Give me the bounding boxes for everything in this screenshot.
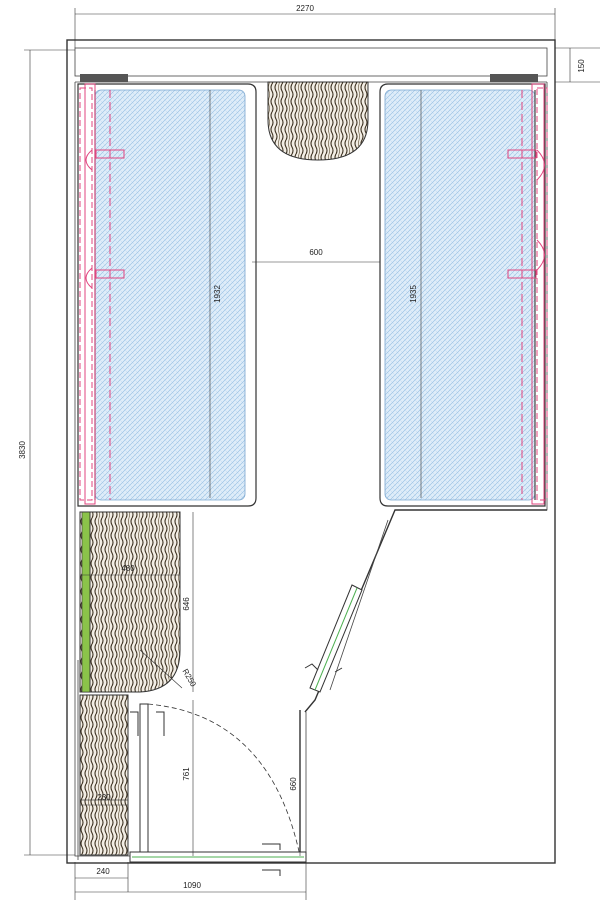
dim-aisle-width: 600 [309, 248, 323, 257]
top-wood-basin [267, 81, 369, 161]
dim-overall-height: 3830 [18, 441, 27, 459]
dim-counter-width: 480 [121, 564, 135, 573]
left-counter [79, 505, 181, 693]
right-bed-frame [507, 83, 548, 505]
dim-door-opening-depth: 761 [182, 767, 191, 781]
right-bed [379, 83, 548, 507]
dim-bottom-door-width: 1090 [183, 881, 201, 890]
dim-counter-length: 646 [182, 597, 191, 611]
left-bed-frame [79, 83, 125, 505]
dim-overall-width: 2270 [296, 4, 314, 13]
dim-corner-radius: R250 [180, 667, 198, 689]
entrance-door[interactable] [129, 703, 307, 876]
slanted-wall [299, 509, 547, 860]
dimension-lines [24, 8, 600, 900]
lower-shelf [77, 660, 129, 860]
dim-top-strip: 150 [577, 59, 586, 73]
dim-shelf-depth: 230 [97, 793, 111, 802]
dim-door-side-length: 660 [289, 777, 298, 791]
dim-left-bed-length: 1932 [213, 285, 222, 303]
dimension-labels: 2270 3830 150 600 1932 1935 480 646 R250… [18, 4, 586, 890]
sliding-door[interactable] [304, 584, 363, 693]
left-bed [77, 83, 257, 507]
dim-bottom-left-segment: 240 [96, 867, 110, 876]
dim-right-bed-length: 1935 [409, 285, 418, 303]
